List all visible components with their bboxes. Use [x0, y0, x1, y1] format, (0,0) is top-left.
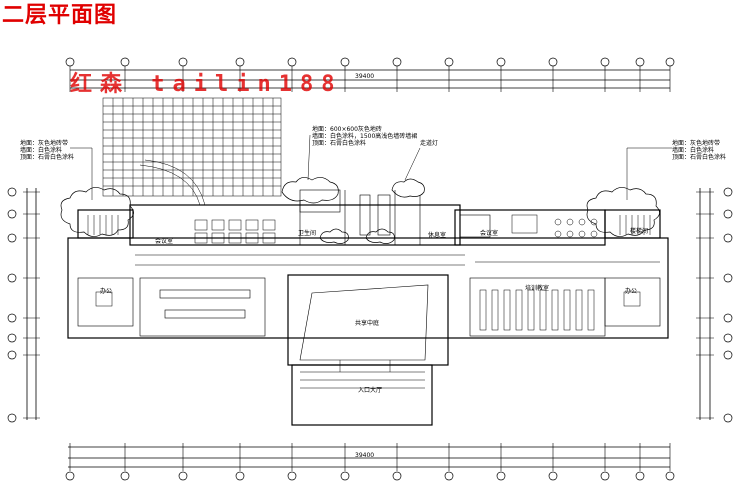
note-left-line: 地面：灰色地砖带	[20, 140, 69, 147]
note-center-line: 顶面：石膏白色涂料	[312, 140, 367, 147]
room-stair: 楼梯间	[630, 228, 649, 235]
note-center: 地面：600×600灰色地砖 墙面：白色涂料，1500高浅色墙砖墙裙 顶面：石膏…	[312, 126, 417, 147]
dim-bottom-total: 39400	[355, 452, 375, 459]
room-lounge: 休息室	[428, 232, 447, 239]
room-classroom: 培训教室	[525, 285, 550, 292]
room-office-right: 办公	[625, 288, 638, 295]
note-left-line: 墙面：白色涂料	[20, 147, 63, 154]
room-entrance: 入口大厅	[358, 387, 383, 394]
note-right-line: 墙面：白色涂料	[672, 147, 715, 154]
note-left: 地面：灰色地砖带 墙面：白色涂料 顶面：石膏白色涂料	[20, 140, 74, 161]
note-center-line: 墙面：白色涂料，1500高浅色墙砖墙裙	[312, 133, 418, 140]
room-office-left: 办公	[100, 288, 113, 295]
note-left-line: 顶面：石膏白色涂料	[20, 154, 75, 161]
drawing-title: 二层平面图	[2, 2, 118, 28]
room-meeting-left: 会议室	[155, 238, 174, 245]
note-right-line: 顶面：石膏白色涂料	[672, 154, 727, 161]
note-right-line: 地面：灰色地砖带	[672, 140, 721, 147]
note-center-right: 走道灯	[420, 140, 439, 147]
room-atrium: 共享中庭	[355, 320, 380, 327]
note-right: 地面：灰色地砖带 墙面：白色涂料 顶面：石膏白色涂料	[672, 140, 726, 161]
room-wc: 卫生间	[298, 230, 317, 237]
dim-top-total: 39400	[355, 73, 375, 80]
note-center-line: 地面：600×600灰色地砖	[312, 126, 382, 133]
watermark-text: 红森 tailin188	[70, 72, 343, 97]
room-meeting-right: 会议室	[480, 230, 499, 237]
